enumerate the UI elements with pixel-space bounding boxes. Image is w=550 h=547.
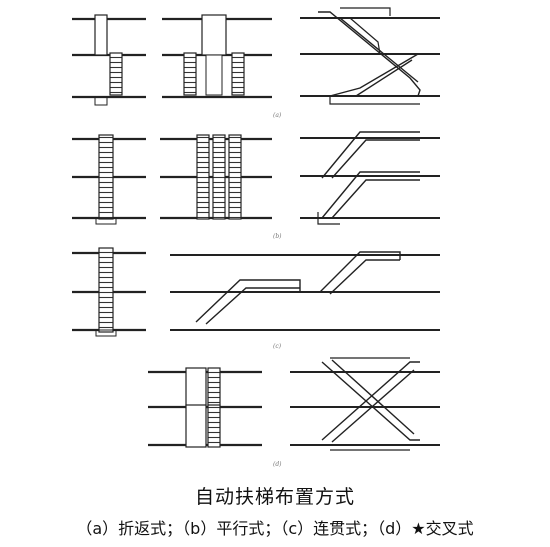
escalator-layout-diagram: (a) (b): [72, 7, 440, 468]
panel-b: (b): [72, 131, 440, 240]
panel-c: (c): [72, 247, 440, 350]
panel-d-section: (d): [273, 357, 440, 468]
panel-b-section: (b): [273, 131, 440, 240]
figure-title: 自动扶梯布置方式: [194, 486, 355, 508]
panel-c-tag: (c): [273, 343, 282, 350]
panel-c-section: (c): [170, 251, 440, 350]
panel-a: (a): [72, 7, 440, 119]
panel-a-plan-single: [72, 14, 146, 106]
panel-a-section: (a): [273, 7, 440, 119]
panel-d-tag: (d): [273, 461, 282, 468]
panel-b-plan-double: [160, 134, 272, 220]
panel-b-tag: (b): [273, 233, 282, 240]
panel-d-plan: [148, 367, 262, 448]
panel-a-tag: (a): [273, 112, 282, 119]
panel-d: (d): [148, 357, 440, 468]
panel-a-plan-double: [162, 14, 272, 99]
panel-b-plan-single: [72, 134, 146, 225]
figure-legend: （a）折返式；（b）平行式；（c）连贯式；（d）★交叉式: [76, 519, 474, 538]
panel-c-plan: [72, 247, 146, 337]
